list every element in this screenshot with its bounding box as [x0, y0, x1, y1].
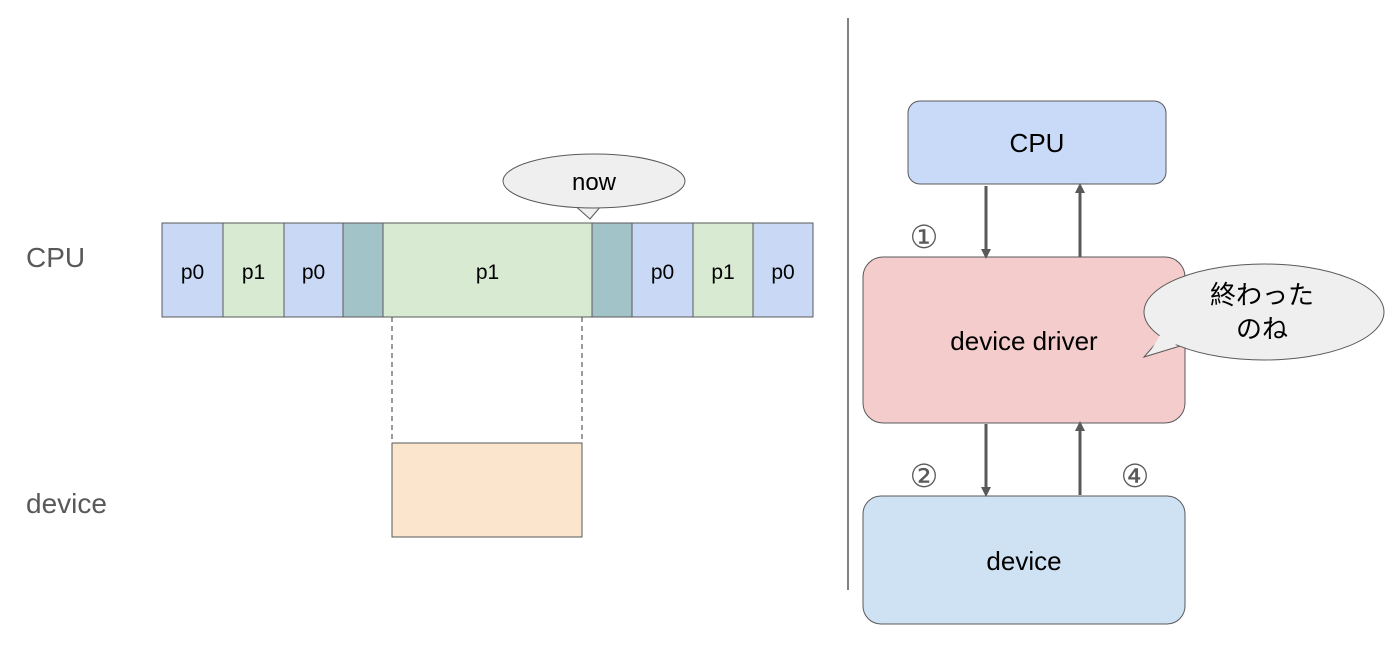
driver-box-label: device driver: [950, 326, 1098, 356]
step-1-marker: ①: [910, 219, 939, 255]
segment-2: [222, 222, 285, 318]
now-label: now: [572, 169, 617, 196]
segment-9-label: p0: [771, 261, 794, 284]
speech-bubble: 終わった のね: [1142, 263, 1385, 361]
segment-3: [283, 222, 344, 318]
segment-4-switch: [342, 222, 384, 318]
device-box: [862, 495, 1186, 625]
segment-5: [382, 222, 593, 318]
segment-1-label: p0: [181, 261, 204, 284]
now-callout: now: [502, 153, 686, 220]
cpu-timeline: p0 p1 p0 p1 p0 p1 p0: [161, 222, 814, 318]
segment-3-label: p0: [302, 261, 325, 284]
device-box-label: device: [986, 546, 1061, 576]
speech-line-1: 終わった: [1210, 280, 1314, 310]
device-busy-block: [391, 442, 583, 538]
step-2-marker: ②: [910, 458, 939, 494]
segment-7-label: p0: [651, 261, 674, 284]
cpu-row-label: CPU: [26, 242, 85, 273]
segment-8: [692, 222, 754, 318]
segment-6-switch: [591, 222, 633, 318]
segment-8-label: p1: [711, 261, 734, 284]
segment-5-label: p1: [476, 261, 499, 284]
device-row-label: device: [26, 488, 107, 519]
speech-line-2: のね: [1236, 314, 1288, 344]
segment-7: [631, 222, 694, 318]
segment-9: [752, 222, 814, 318]
cpu-box-label: CPU: [1010, 128, 1065, 158]
step-4-marker: ④: [1121, 458, 1150, 494]
cpu-box: [907, 100, 1167, 185]
segment-2-label: p1: [242, 261, 265, 284]
segment-1: [161, 222, 224, 318]
